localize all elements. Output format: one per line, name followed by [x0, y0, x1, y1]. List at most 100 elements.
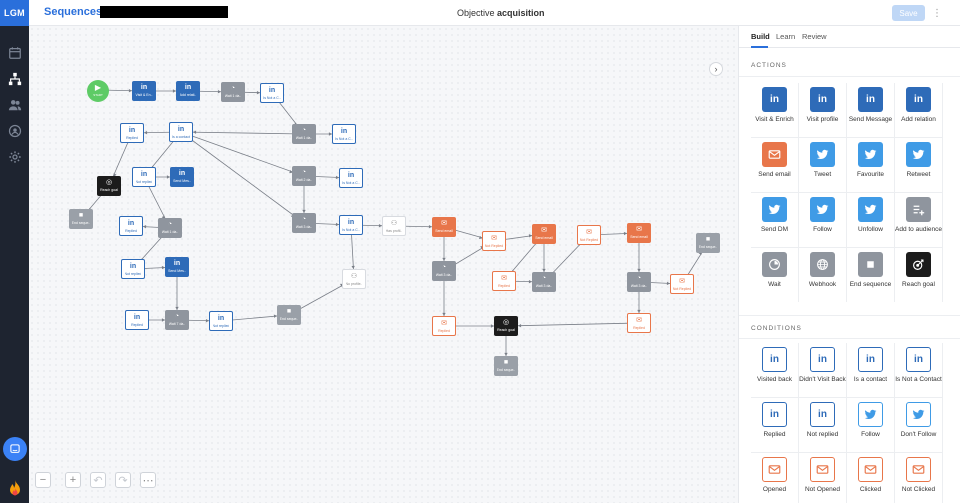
flow-node-end-seque[interactable]: ■End seque.. — [494, 356, 518, 376]
breadcrumb-sequences-link[interactable]: Sequences — [44, 6, 103, 18]
flow-node-wait-3-da[interactable]: ◔Wait 3 da.. — [532, 272, 556, 292]
flow-node-replied[interactable]: ✉Replied — [627, 313, 651, 333]
flow-node-wait-1-da[interactable]: ◔Wait 1 da.. — [292, 124, 316, 144]
action-tile-wait[interactable]: Wait — [751, 248, 798, 302]
action-tile-follow[interactable]: Follow — [799, 193, 846, 247]
action-tile-webhook[interactable]: Webhook — [799, 248, 846, 302]
flow-node-wait-3-da[interactable]: ◔Wait 3 da.. — [292, 213, 316, 233]
identity-icon[interactable] — [0, 118, 29, 144]
flow-node-wait-3-da[interactable]: ◔Wait 3 da.. — [432, 261, 456, 281]
flow-node-end-seque[interactable]: ■End seque.. — [69, 209, 93, 229]
flow-node-start[interactable]: ▶START — [87, 80, 109, 102]
condition-label: Don't Follow — [900, 431, 937, 438]
flow-node-send-email[interactable]: ✉Send email — [432, 217, 456, 237]
action-tile-reach-goal[interactable]: Reach goal — [895, 248, 942, 302]
action-tile-tweet[interactable]: Tweet — [799, 138, 846, 192]
flow-node-end-seque[interactable]: ■End seque.. — [696, 233, 720, 253]
flow-node-replied[interactable]: ✉Replied — [432, 316, 456, 336]
undo-button[interactable]: ↶ — [90, 472, 106, 488]
redo-button[interactable]: ↷ — [115, 472, 131, 488]
condition-tile-not-opened[interactable]: Not Opened — [799, 453, 846, 503]
save-button[interactable]: Save — [892, 5, 925, 21]
users-icon[interactable] — [0, 92, 29, 118]
node-label: Not replied — [212, 324, 230, 328]
tab-learn[interactable]: Learn — [776, 32, 796, 41]
flow-node-wait-7-da[interactable]: ◔Wait 7 da.. — [165, 310, 189, 330]
flow-node-not-replied[interactable]: ✉Not Replied — [577, 225, 601, 245]
action-tile-favourite[interactable]: Favourite — [847, 138, 894, 192]
zoom-in-button[interactable]: + — [65, 472, 81, 488]
condition-tile-opened[interactable]: Opened — [751, 453, 798, 503]
flow-node-send-email[interactable]: ✉Send email — [532, 224, 556, 244]
flame-icon[interactable] — [5, 479, 25, 499]
flow-edge-arrow — [528, 279, 533, 284]
action-tile-retweet[interactable]: Retweet — [895, 138, 942, 192]
tab-build[interactable]: Build — [751, 32, 770, 41]
flow-node-wait-1-da[interactable]: ◔Wait 1 da.. — [221, 82, 245, 102]
action-tile-send-dm[interactable]: Send DM — [751, 193, 798, 247]
objective-label[interactable]: Objective acquisition — [457, 8, 545, 18]
action-tile-end-sequence[interactable]: End sequence — [847, 248, 894, 302]
tab-review[interactable]: Review — [802, 32, 827, 41]
zoom-out-button[interactable]: − — [35, 472, 51, 488]
grid-view-button[interactable]: ⋯ — [140, 472, 156, 488]
chat-support-icon[interactable] — [3, 437, 27, 461]
flow-node-replied[interactable]: ✉Replied — [492, 271, 516, 291]
node-label: Replied — [126, 136, 138, 140]
action-tile-unfollow[interactable]: Unfollow — [847, 193, 894, 247]
condition-tile-follow[interactable]: Follow — [847, 398, 894, 452]
flow-edge-arrow — [161, 318, 165, 322]
app-logo[interactable]: LGM — [0, 0, 29, 26]
flow-node-wait-1-da[interactable]: ◔Wait 1 da.. — [158, 218, 182, 238]
flow-node-wait-3-da[interactable]: ◔Wait 3 da.. — [627, 272, 651, 292]
action-tile-send-email[interactable]: Send email — [751, 138, 798, 192]
more-options-icon[interactable]: ⋮ — [932, 7, 942, 19]
twitter-icon — [858, 197, 883, 222]
flow-edge-arrow — [335, 222, 340, 227]
flow-node-no-profile[interactable]: ⚇No profile.. — [342, 269, 366, 289]
flow-node-reach-goal[interactable]: ◎Reach goal — [97, 176, 121, 196]
calendar-icon[interactable] — [0, 40, 29, 66]
flow-node-has-profil[interactable]: ⚇Has profil.. — [382, 216, 406, 236]
settings-gear-icon[interactable] — [0, 144, 29, 170]
flow-node-not-replied[interactable]: ✉Not Replied — [670, 274, 694, 294]
flow-node-send-email[interactable]: ✉Send email — [627, 223, 651, 243]
collapse-panel-button[interactable]: › — [709, 62, 723, 76]
condition-tile-clicked[interactable]: Clicked — [847, 453, 894, 503]
flow-node-reach-goal[interactable]: ◎Reach goal — [494, 316, 518, 336]
condition-tile-don-t-follow[interactable]: Don't Follow — [895, 398, 942, 452]
node-label: Add relati.. — [179, 93, 197, 97]
flow-node-wait-2-da[interactable]: ◔Wait 2 da.. — [292, 166, 316, 186]
condition-tile-not-clicked[interactable]: Not Clicked — [895, 453, 942, 503]
action-tile-add-to-audience[interactable]: Add to audience — [895, 193, 942, 247]
flow-node-end-seque[interactable]: ■End seque.. — [277, 305, 301, 325]
flow-node-not-replied[interactable]: ✉Not Replied — [482, 231, 506, 251]
sequences-icon[interactable] — [0, 66, 29, 92]
